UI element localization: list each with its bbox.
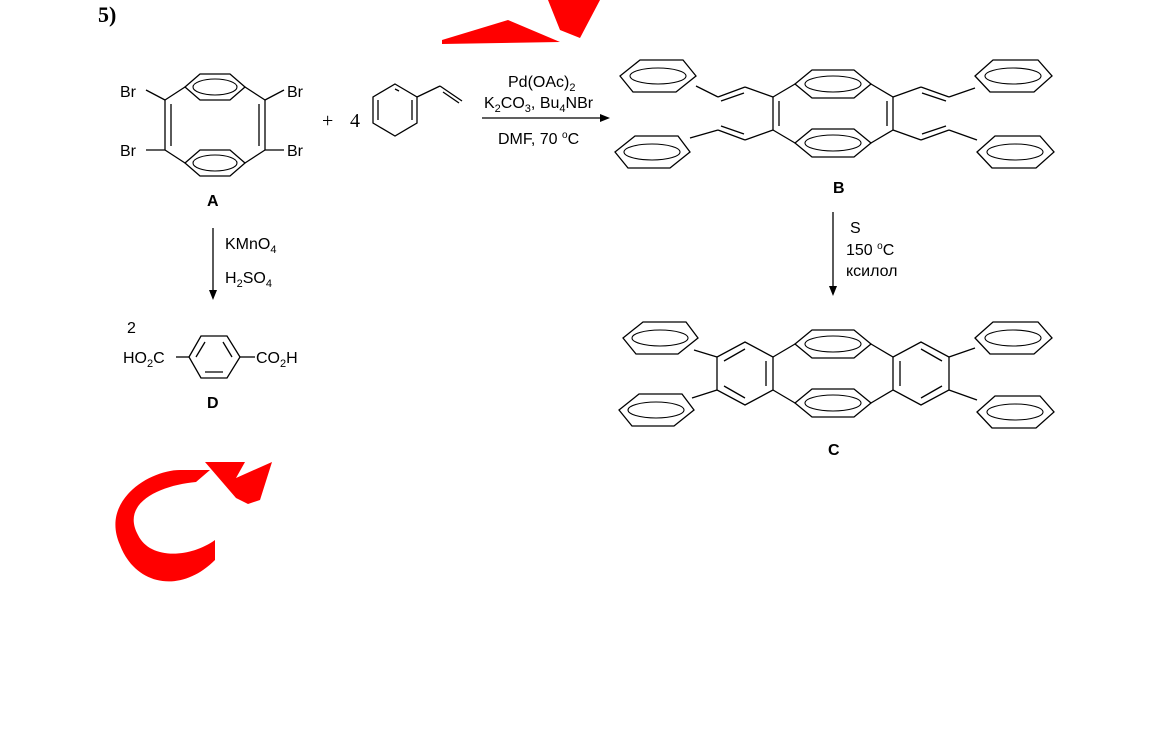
condition-oxidant: KMnO4 (225, 236, 276, 256)
br-label: Br (120, 143, 137, 160)
arrow-a-to-b: Pd(OAc)2 K2CO3, Bu4NBr DMF, 70 oC (482, 74, 610, 148)
condition-base-salt: K2CO3, Bu4NBr (484, 95, 594, 115)
compound-d-coefficient: 2 (127, 320, 136, 337)
compound-label-d: D (207, 395, 219, 412)
carboxyl-group-right: CO2H (256, 350, 298, 370)
styrene-coefficient: 4 (350, 110, 360, 132)
compound-a: Br Br Br Br A (120, 73, 304, 210)
br-label: Br (287, 143, 304, 160)
watermark-letter-o (115, 470, 215, 582)
condition-sulfur: S (850, 220, 861, 237)
compound-label-b: B (833, 180, 845, 197)
carboxyl-group-left: HO2C (123, 350, 165, 370)
condition-solvent: ксилол (846, 263, 898, 280)
br-label: Br (120, 84, 137, 101)
compound-label-a: A (207, 193, 219, 210)
compound-b: B (614, 59, 1055, 197)
problem-number: 5) (98, 2, 116, 27)
condition-acid: H2SO4 (225, 270, 272, 290)
watermark-letter-v (205, 462, 272, 504)
compound-c: C (618, 321, 1055, 459)
watermark-stroke-top-left (442, 20, 560, 44)
styrene-molecule (372, 83, 463, 137)
plus-sign: + (322, 110, 333, 132)
compound-label-c: C (828, 442, 840, 459)
arrow-a-to-d: KMnO4 H2SO4 (209, 228, 276, 300)
watermark (115, 0, 600, 582)
arrow-b-to-c: S 150 oC ксилол (829, 212, 898, 296)
br-label: Br (287, 84, 304, 101)
condition-solvent-temp: DMF, 70 oC (498, 130, 579, 148)
condition-catalyst: Pd(OAc)2 (508, 74, 575, 94)
condition-temperature: 150 oC (846, 241, 894, 259)
watermark-stroke-top-right (548, 0, 600, 38)
compound-d: 2 HO2C CO2H D (123, 320, 298, 412)
